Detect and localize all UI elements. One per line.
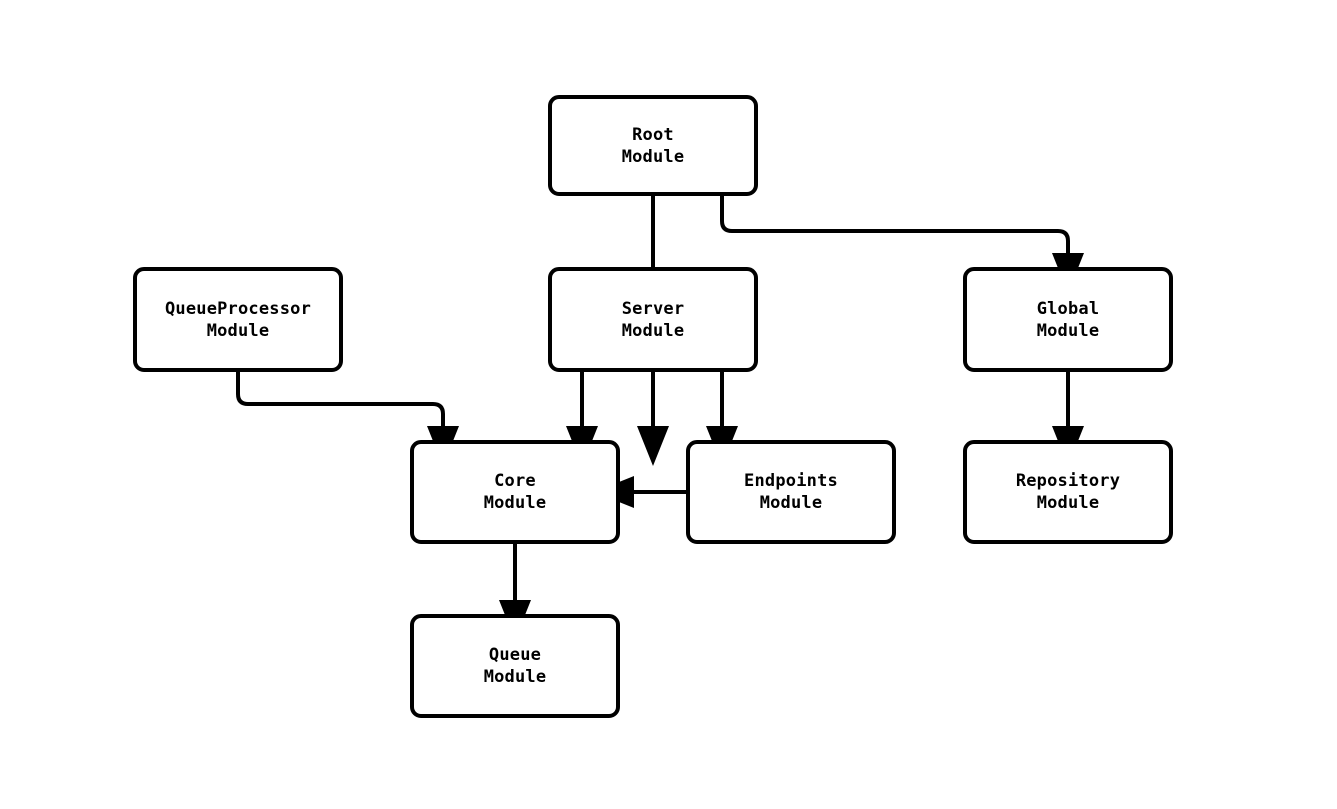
- edge-root-global: [720, 196, 1084, 293]
- node-queueprocessor[interactable]: QueueProcessor Module: [133, 267, 343, 372]
- node-label-queue: Queue Module: [483, 645, 547, 687]
- node-label-global: Global Module: [1036, 298, 1100, 341]
- node-label-core: Core Module: [483, 471, 547, 513]
- node-repository[interactable]: Repository Module: [963, 440, 1173, 544]
- node-root[interactable]: Root Module: [548, 95, 758, 196]
- node-endpoints[interactable]: Endpoints Module: [686, 440, 896, 544]
- node-core[interactable]: Core Module: [410, 440, 620, 544]
- node-global[interactable]: Global Module: [963, 267, 1173, 372]
- node-label-repository: Repository Module: [1015, 471, 1121, 513]
- node-label-endpoints: Endpoints Module: [744, 471, 838, 513]
- node-queue[interactable]: Queue Module: [410, 614, 620, 718]
- node-label-server: Server Module: [621, 298, 685, 341]
- node-label-queueprocessor: QueueProcessor Module: [164, 298, 312, 341]
- node-label-root: Root Module: [621, 124, 685, 167]
- edge-queueprocessor-core: [236, 372, 459, 466]
- node-server[interactable]: Server Module: [548, 267, 758, 372]
